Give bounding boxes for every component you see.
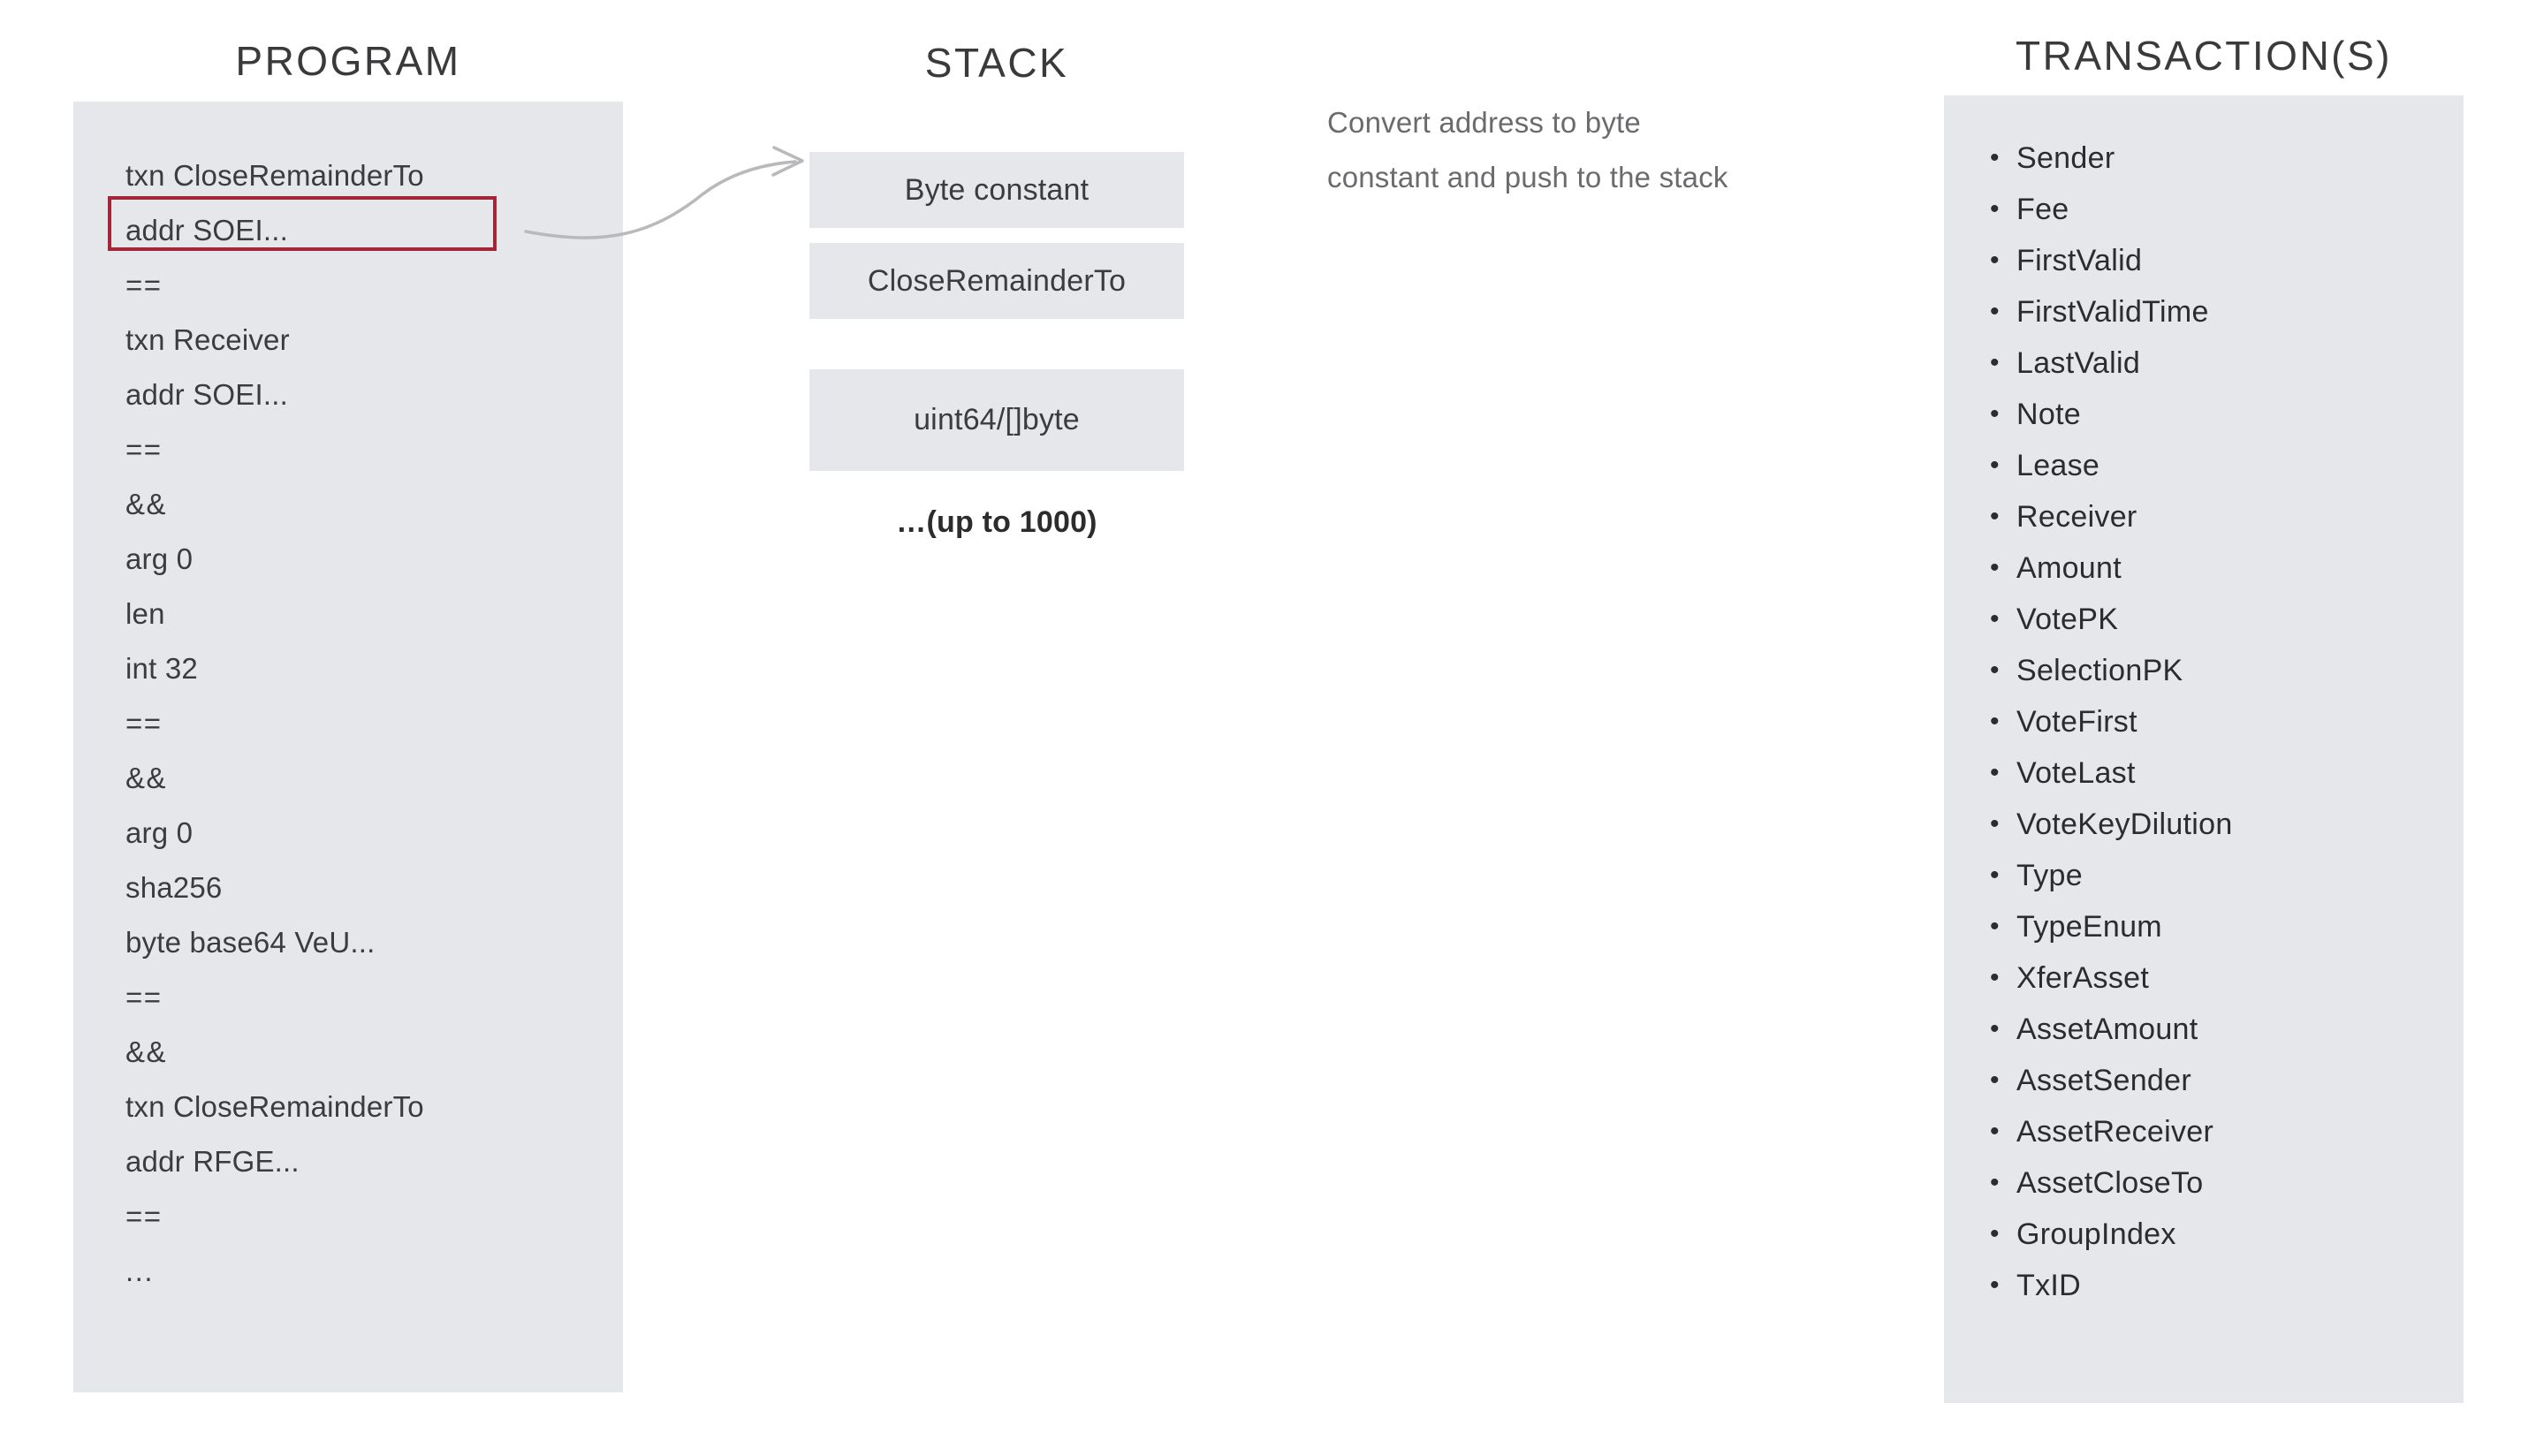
transaction-field-item: LastValid	[1990, 337, 2449, 389]
transaction-field-item: Sender	[1990, 133, 2449, 184]
transaction-field-item: AssetCloseTo	[1990, 1157, 2449, 1209]
transaction-field-item: Note	[1990, 389, 2449, 440]
program-code-line: &&	[125, 1035, 168, 1068]
stack-item-label: uint64/[]byte	[914, 403, 1080, 436]
program-code-line: addr SOEI...	[125, 378, 288, 411]
stack-overflow-label: …(up to 1000)	[896, 505, 1097, 539]
program-code-line: byte base64 VeU...	[125, 926, 376, 959]
program-code-line: txn CloseRemainderTo	[125, 159, 424, 192]
program-code-line: int 32	[125, 652, 198, 685]
program-code-line: arg 0	[125, 542, 194, 575]
program-code-line: len	[125, 597, 165, 630]
transaction-field-item: GroupIndex	[1990, 1209, 2449, 1260]
transaction-field-item: AssetSender	[1990, 1055, 2449, 1106]
annotation-line-2: constant and push to the stack	[1327, 161, 1728, 193]
transaction-field-item: XferAsset	[1990, 952, 2449, 1004]
transaction-field-item: TypeEnum	[1990, 901, 2449, 952]
stack-item[interactable]: CloseRemainderTo	[809, 243, 1184, 319]
transaction-field-item: Fee	[1990, 184, 2449, 235]
program-code-line: arg 0	[125, 816, 194, 849]
transaction-field-item: Type	[1990, 850, 2449, 901]
program-code-line: txn CloseRemainderTo	[125, 1090, 424, 1123]
program-code-line: &&	[125, 762, 168, 794]
transaction-field-item: FirstValid	[1990, 235, 2449, 286]
program-code-line: &&	[125, 488, 168, 520]
stack-item-label: Byte constant	[904, 172, 1090, 207]
program-code-line: sha256	[125, 871, 223, 904]
program-code-line: ==	[125, 1200, 163, 1232]
transaction-field-item: VoteLast	[1990, 747, 2449, 799]
transaction-field-item: VoteKeyDilution	[1990, 799, 2449, 850]
program-panel	[73, 102, 623, 1392]
stack-item-label: CloseRemainderTo	[867, 263, 1127, 298]
program-code-line: addr SOEI...	[125, 214, 288, 246]
transaction-field-item: SelectionPK	[1990, 645, 2449, 696]
program-code-listing: txn CloseRemainderTo addr SOEI... == txn Re…	[125, 148, 541, 1299]
program-code-line: ==	[125, 981, 163, 1013]
transaction-field-item: VoteFirst	[1990, 696, 2449, 747]
annotation-text: Convert address to byte constant and pus…	[1327, 95, 1857, 205]
transaction-field-item: Lease	[1990, 440, 2449, 491]
transaction-field-item: FirstValidTime	[1990, 286, 2449, 337]
annotation-line-1: Convert address to byte	[1327, 106, 1641, 139]
stack-column-title: STACK	[924, 40, 1069, 86]
program-code-line: addr RFGE...	[125, 1145, 300, 1178]
transaction-field-item: AssetReceiver	[1990, 1106, 2449, 1157]
addr-soei-highlight-box[interactable]	[108, 196, 497, 251]
transaction-field-item: VotePK	[1990, 594, 2449, 645]
program-code-line: txn Receiver	[125, 323, 290, 356]
transaction-field-item: Receiver	[1990, 491, 2449, 542]
transaction-field-list: SenderFeeFirstValidFirstValidTimeLastVal…	[1990, 133, 2449, 1311]
stack-item[interactable]: uint64/[]byte	[809, 369, 1184, 471]
stack-item[interactable]: Byte constant	[809, 152, 1184, 228]
transaction-field-item: TxID	[1990, 1260, 2449, 1311]
program-code-line: ...	[125, 1255, 155, 1287]
program-code-line: ==	[125, 433, 163, 466]
program-column-title: PROGRAM	[235, 38, 461, 84]
program-code-line: ==	[125, 707, 163, 739]
program-code-line: ==	[125, 269, 163, 301]
transaction-field-item: AssetAmount	[1990, 1004, 2449, 1055]
transaction-field-item: Amount	[1990, 542, 2449, 594]
transactions-column-title: TRANSACTION(S)	[2016, 33, 2392, 79]
